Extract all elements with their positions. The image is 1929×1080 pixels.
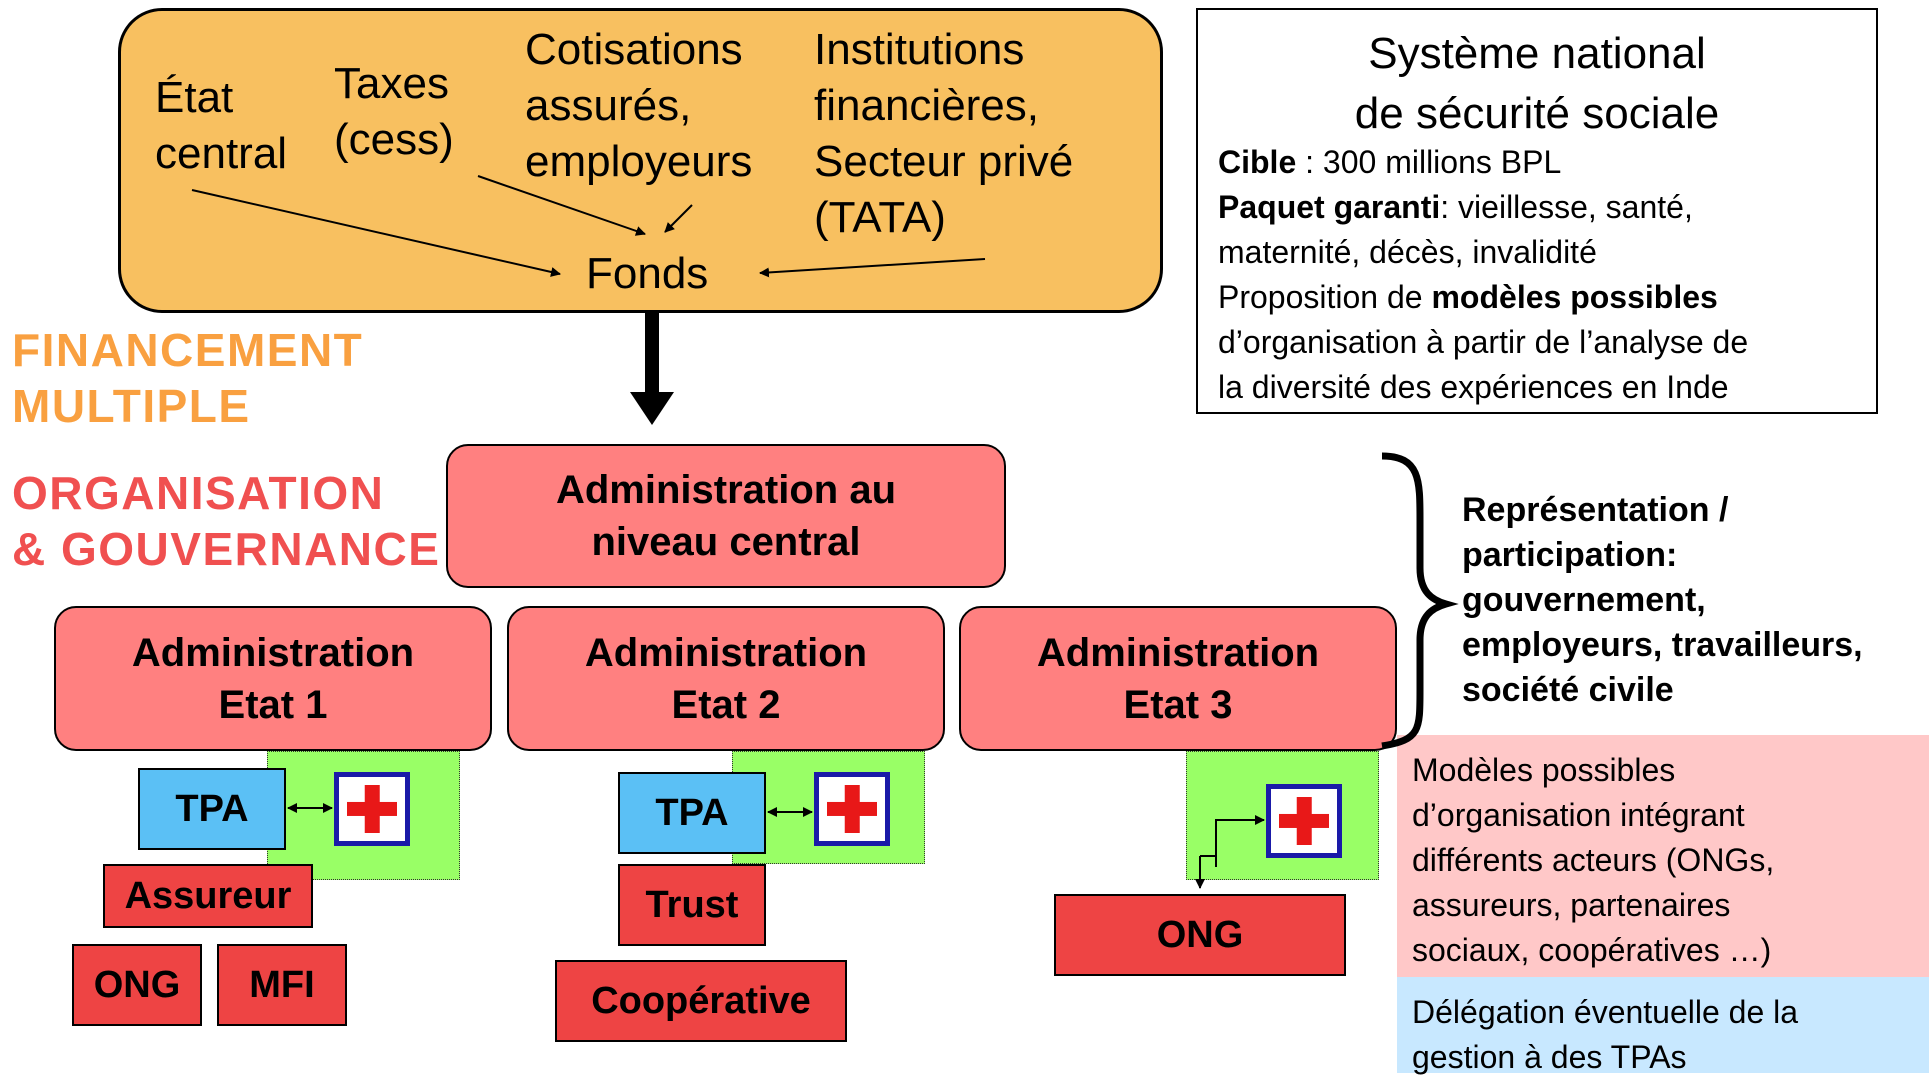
models-note-line-1: Modèles possibles <box>1412 752 1676 788</box>
fonds-label: Fonds <box>586 249 709 298</box>
delegation-note-box <box>1397 977 1929 1073</box>
cooperative-box: Coopérative <box>555 960 847 1042</box>
state-1-ong-box: ONG <box>72 944 202 1026</box>
state-3-ong-box: ONG <box>1054 894 1346 976</box>
models-note-line-5: sociaux, coopératives …) <box>1412 932 1772 968</box>
red-cross-icon <box>814 772 890 846</box>
source-taxes: Taxes(cess) <box>334 59 454 164</box>
assureur-box: Assureur <box>103 864 313 928</box>
system-paquet-line-2: maternité, décès, invalidité <box>1218 234 1597 270</box>
models-note-line-3: différents acteurs (ONGs, <box>1412 842 1775 878</box>
state-2-tpa-box: TPA <box>618 772 766 854</box>
arrow-institutions-to-fonds <box>759 258 986 278</box>
system-info-box: Système national de sécurité sociale Cib… <box>1196 8 1878 414</box>
models-note-line-2: d’organisation intégrant <box>1412 797 1745 833</box>
curly-brace <box>1381 452 1459 750</box>
representation-line-3: gouvernement, <box>1462 581 1706 619</box>
representation-line-1: Représentation / <box>1462 491 1729 529</box>
delegation-note-line-2: gestion à des TPAs <box>1412 1039 1687 1075</box>
arrow-taxes-to-fonds <box>477 175 646 236</box>
arrow-etat-to-fonds <box>191 189 561 277</box>
representation-line-5: société civile <box>1462 671 1674 709</box>
system-cible: Cible : 300 millions BPL <box>1218 144 1562 180</box>
organisation-label: ORGANISATION& GOUVERNANCE <box>12 467 441 575</box>
system-title-line-2: de sécurité sociale <box>1354 89 1720 138</box>
system-paquet: Paquet garanti: vieillesse, santé, <box>1218 189 1693 225</box>
system-proposition-line-2: d’organisation à partir de l’analyse de <box>1218 324 1749 360</box>
red-cross-icon <box>1266 784 1342 858</box>
representation-line-2: participation: <box>1462 536 1678 574</box>
representation-line-4: employeurs, travailleurs, <box>1462 626 1863 664</box>
down-arrow-shaft <box>645 313 659 393</box>
system-proposition-line-3: la diversité des expériences en Inde <box>1218 369 1729 405</box>
mfi-box: MFI <box>217 944 347 1026</box>
models-note-box <box>1397 735 1929 977</box>
system-title-line-1: Système national <box>1368 29 1706 78</box>
delegation-note-line-1: Délégation éventuelle de la <box>1412 994 1799 1030</box>
system-proposition: Proposition de modèles possibles <box>1218 279 1718 315</box>
down-arrow-head <box>630 392 674 425</box>
models-note-line-4: assureurs, partenaires <box>1412 887 1731 923</box>
funding-sources-box <box>118 8 1163 313</box>
ong-link-connector <box>1215 815 1265 867</box>
arrow-cotisations-to-fonds <box>664 204 693 233</box>
state-1-tpa-box: TPA <box>138 768 286 850</box>
trust-box: Trust <box>618 864 766 946</box>
red-cross-icon <box>334 772 410 846</box>
